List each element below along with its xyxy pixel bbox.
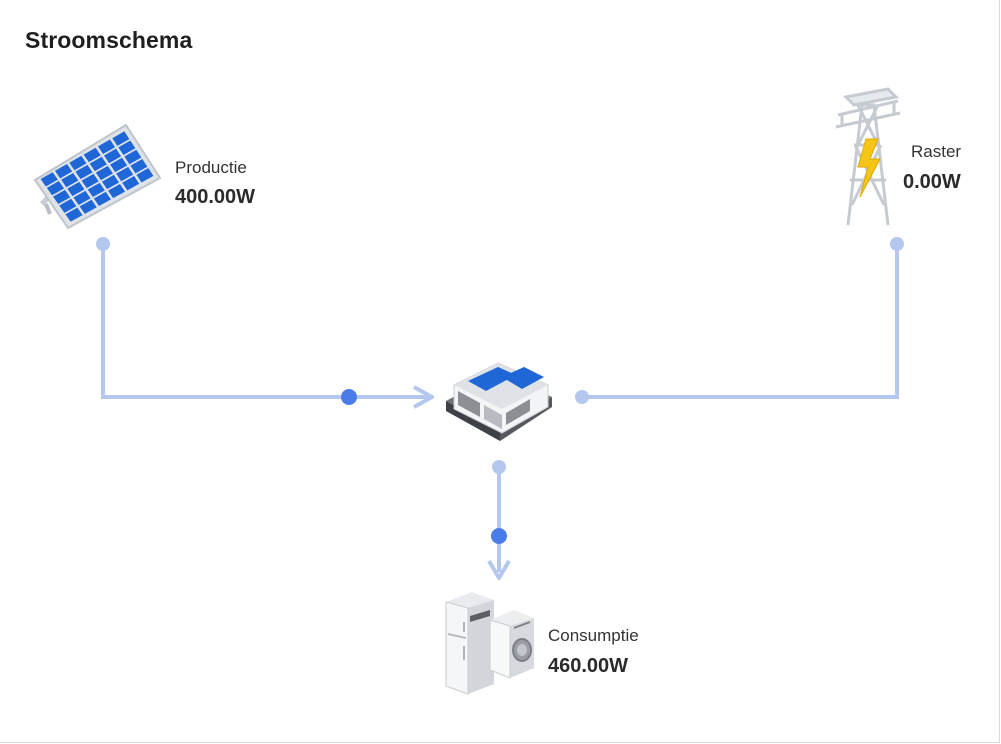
solar-panel-icon xyxy=(33,123,162,230)
grid-connector-dot xyxy=(890,237,904,251)
production-flow-dot xyxy=(341,389,357,405)
solar-cell xyxy=(61,172,79,188)
solar-cell xyxy=(83,147,101,163)
consumption-flow-dot xyxy=(491,528,507,544)
solar-cell xyxy=(79,199,97,214)
grid-value: 0.00W xyxy=(903,171,961,193)
grid-flow-line xyxy=(582,244,899,399)
solar-cell xyxy=(40,172,58,187)
solar-cell xyxy=(69,155,87,171)
solar-cell xyxy=(130,158,148,174)
solar-cell xyxy=(65,207,83,222)
production-flow-line xyxy=(101,244,428,399)
consumption-flow-arrow xyxy=(487,559,511,580)
solar-cell xyxy=(104,148,122,164)
solar-cell xyxy=(73,190,91,205)
appliances-icon xyxy=(445,592,534,695)
solar-cell xyxy=(81,173,99,189)
production-connector-dot xyxy=(96,237,110,251)
grid-home-connector-dot xyxy=(575,390,589,404)
solar-cell xyxy=(53,189,71,205)
solar-cell xyxy=(95,165,113,181)
production-value: 400.00W xyxy=(175,186,256,208)
solar-cell xyxy=(93,191,111,206)
solar-cell xyxy=(136,168,154,183)
solar-cell xyxy=(108,183,126,199)
consumption-label: Consumptie xyxy=(548,626,639,645)
solar-cell xyxy=(59,198,77,213)
solar-cell xyxy=(118,140,136,156)
house-icon xyxy=(446,362,552,441)
solar-cell xyxy=(122,176,140,191)
card-title: Stroomschema xyxy=(25,27,193,53)
consumption-value: 460.00W xyxy=(548,655,629,677)
home-bottom-connector-dot xyxy=(492,460,506,474)
solar-cell xyxy=(46,181,65,196)
solar-cell xyxy=(75,164,93,180)
solar-cell xyxy=(110,157,128,173)
solar-cell xyxy=(116,166,134,182)
power-tower-icon xyxy=(835,87,901,226)
solar-cell xyxy=(97,139,116,155)
solar-cell xyxy=(112,131,130,146)
grid-label: Raster xyxy=(911,142,962,161)
solar-cell xyxy=(124,149,142,165)
production-flow-arrow xyxy=(413,385,434,409)
solar-cell xyxy=(89,156,107,172)
production-label: Productie xyxy=(175,158,247,177)
solar-cell xyxy=(87,182,105,198)
solar-cell xyxy=(101,174,119,190)
solar-cell xyxy=(54,164,73,179)
solar-cell xyxy=(67,181,85,197)
